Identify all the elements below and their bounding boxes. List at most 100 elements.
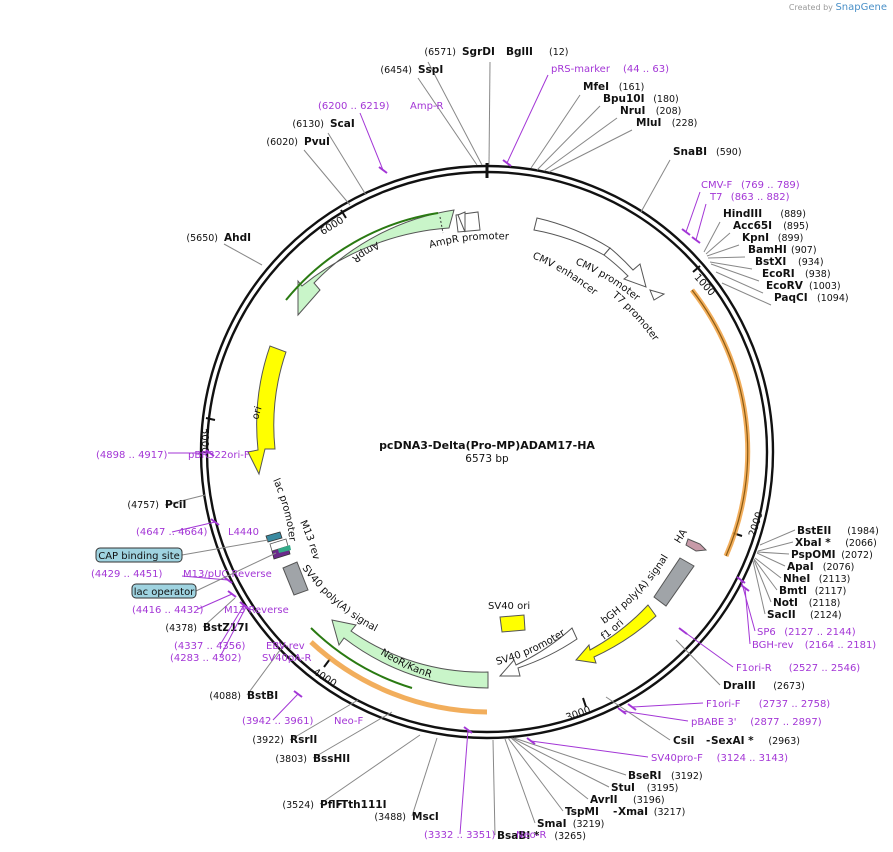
enzyme-site-nrui: NruI(208): [543, 105, 681, 172]
svg-text:(3265): (3265): [554, 831, 586, 842]
enzyme-site-bseri: BseRI(3192): [513, 737, 703, 782]
primer-l4440: (4647 .. 4664)L4440: [136, 518, 259, 538]
enzyme-site-ahdi: (5650)AhdI: [186, 232, 263, 266]
svg-text:(4416 .. 4432): (4416 .. 4432): [132, 605, 204, 616]
ampr-promoter-head: [457, 211, 466, 233]
svg-text:EcoRV: EcoRV: [766, 280, 804, 292]
enzyme-site-bsteii: BstEII (1984): [759, 525, 879, 546]
enzyme-site-bstxi: BstXI (934): [709, 256, 824, 270]
enzyme-site-kpni: KpnI(899): [706, 232, 804, 257]
enzyme-site-apai: ApaI(2076): [756, 552, 854, 573]
svg-text:(934): (934): [798, 257, 824, 268]
svg-text:BstEII: BstEII: [797, 525, 831, 537]
ampr-green-line: [285, 212, 439, 301]
svg-text:SP6: SP6: [757, 627, 776, 638]
enzyme-site-hindiii: HindIII(889): [703, 208, 806, 253]
svg-text:(1003): (1003): [809, 281, 841, 292]
svg-text:SacII: SacII: [767, 609, 796, 621]
tick-label-5000: 5000: [199, 428, 210, 453]
svg-text:SV40pro-F: SV40pro-F: [651, 753, 703, 764]
enzyme-site-pcii: (4757)PciI: [127, 494, 206, 511]
enzyme-site-ecori: EcoRI(938): [710, 263, 831, 282]
svg-text:(863 .. 882): (863 .. 882): [731, 192, 790, 203]
label-separator: -: [336, 799, 340, 811]
enzyme-site-acc65i: Acc65I (895): [705, 220, 809, 255]
svg-text:RsrII: RsrII: [290, 734, 317, 746]
ampr-promoter-dash: [439, 216, 444, 234]
lac-operator-label-box: lac operator: [131, 552, 277, 599]
svg-text:(4088): (4088): [209, 691, 241, 702]
label-separator: -: [613, 806, 617, 818]
enzyme-site-sgrdi: (6571)SgrDI: [424, 46, 495, 166]
svg-text:PflFI: PflFI: [320, 799, 347, 811]
enzyme-site-paqci: PaqCI(1094): [721, 282, 849, 306]
primer-neo-f: (3942 .. 3961)Neo-F: [242, 690, 364, 727]
enzyme-site-xbai: XbaI *(2066): [757, 537, 877, 552]
svg-text:(2527 .. 2546): (2527 .. 2546): [789, 663, 861, 674]
feature-label-m13-rev: M13 rev: [297, 519, 321, 561]
svg-text:SmaI: SmaI: [537, 818, 567, 830]
svg-text:(2877 .. 2897): (2877 .. 2897): [750, 717, 822, 728]
svg-text:(4898 .. 4917): (4898 .. 4917): [96, 450, 168, 461]
svg-text:Acc65I: Acc65I: [733, 220, 772, 232]
svg-text:(1984): (1984): [847, 526, 879, 537]
svg-text:NotI: NotI: [773, 597, 798, 609]
svg-text:(6454): (6454): [380, 65, 412, 76]
svg-text:(5650): (5650): [186, 233, 218, 244]
svg-text:ApaI: ApaI: [787, 561, 814, 573]
svg-text:(2963): (2963): [768, 736, 800, 747]
enzyme-site-tth111i: Tth111I: [341, 799, 386, 811]
svg-text:XmaI: XmaI: [618, 806, 648, 818]
svg-text:(228): (228): [672, 118, 698, 129]
svg-text:(2117): (2117): [815, 586, 847, 597]
svg-text:BssHII: BssHII: [313, 753, 350, 765]
primer-amp-r: (6200 .. 6219)Amp-R: [318, 101, 444, 174]
svg-text:T7: T7: [709, 192, 722, 203]
enzyme-site-ecorv: EcoRV (1003): [715, 271, 841, 294]
ha-tag-arrow: [685, 538, 708, 552]
t7-promoter-arrow: [649, 289, 666, 301]
feature-label-lac-promoter: lac promoter: [270, 477, 297, 543]
svg-text:SnaBI: SnaBI: [673, 146, 707, 158]
enzyme-site-xmai: XmaI (3217): [618, 806, 685, 818]
svg-text:NheI: NheI: [783, 573, 810, 585]
svg-text:BstXI: BstXI: [755, 256, 786, 268]
svg-text:ScaI: ScaI: [330, 118, 355, 130]
enzyme-site-mlui: MluI (228): [548, 117, 698, 173]
cmv-enhancer-arrow: [533, 217, 611, 256]
primer-sv40pro-f: SV40pro-F (3124 .. 3143): [526, 737, 789, 764]
snapgene-logo: SnapGene: [835, 2, 887, 13]
svg-text:MluI: MluI: [636, 117, 661, 129]
svg-text:pRS-marker: pRS-marker: [551, 64, 611, 75]
svg-text:SexAI *: SexAI *: [711, 735, 754, 747]
svg-text:SgrDI: SgrDI: [462, 46, 495, 58]
svg-text:BseRI: BseRI: [628, 770, 661, 782]
svg-text:(44 .. 63): (44 .. 63): [623, 64, 669, 75]
svg-text:L4440: L4440: [228, 527, 259, 538]
svg-text:(907): (907): [791, 245, 817, 256]
svg-text:(938): (938): [805, 269, 831, 280]
enzyme-site-bmti: BmtI(2117): [753, 558, 847, 597]
svg-text:(4337 .. 4356): (4337 .. 4356): [174, 641, 246, 652]
svg-text:(895): (895): [783, 221, 809, 232]
svg-text:(3217): (3217): [654, 807, 686, 818]
enzyme-site-bsshii: (3803)BssHII: [275, 711, 393, 765]
svg-text:(899): (899): [778, 233, 804, 244]
svg-text:TspMI: TspMI: [565, 806, 599, 818]
primer-sp6: SP6(2127 .. 2144): [736, 576, 856, 638]
svg-text:(3524): (3524): [282, 800, 314, 811]
enzyme-site-bpu10i: Bpu10I(180): [536, 93, 679, 171]
enzyme-site-bstbi: (4088)BstBI: [209, 645, 284, 702]
svg-text:(3124 .. 3143): (3124 .. 3143): [717, 753, 789, 764]
svg-text:M13/pUC Reverse: M13/pUC Reverse: [183, 569, 272, 580]
svg-text:StuI: StuI: [611, 782, 635, 794]
feature-label-cmv-enhancer: CMV enhancer: [531, 251, 600, 299]
enzyme-site-avrii: AvrII(3196): [510, 737, 665, 806]
svg-text:(2113): (2113): [819, 574, 851, 585]
highlight-arc-neor: [309, 640, 488, 715]
svg-text:PciI: PciI: [165, 499, 186, 511]
label-separator: -: [706, 735, 710, 747]
svg-text:(2673): (2673): [773, 681, 805, 692]
svg-text:Bpu10I: Bpu10I: [603, 93, 645, 105]
svg-text:Tth111I: Tth111I: [341, 799, 386, 811]
